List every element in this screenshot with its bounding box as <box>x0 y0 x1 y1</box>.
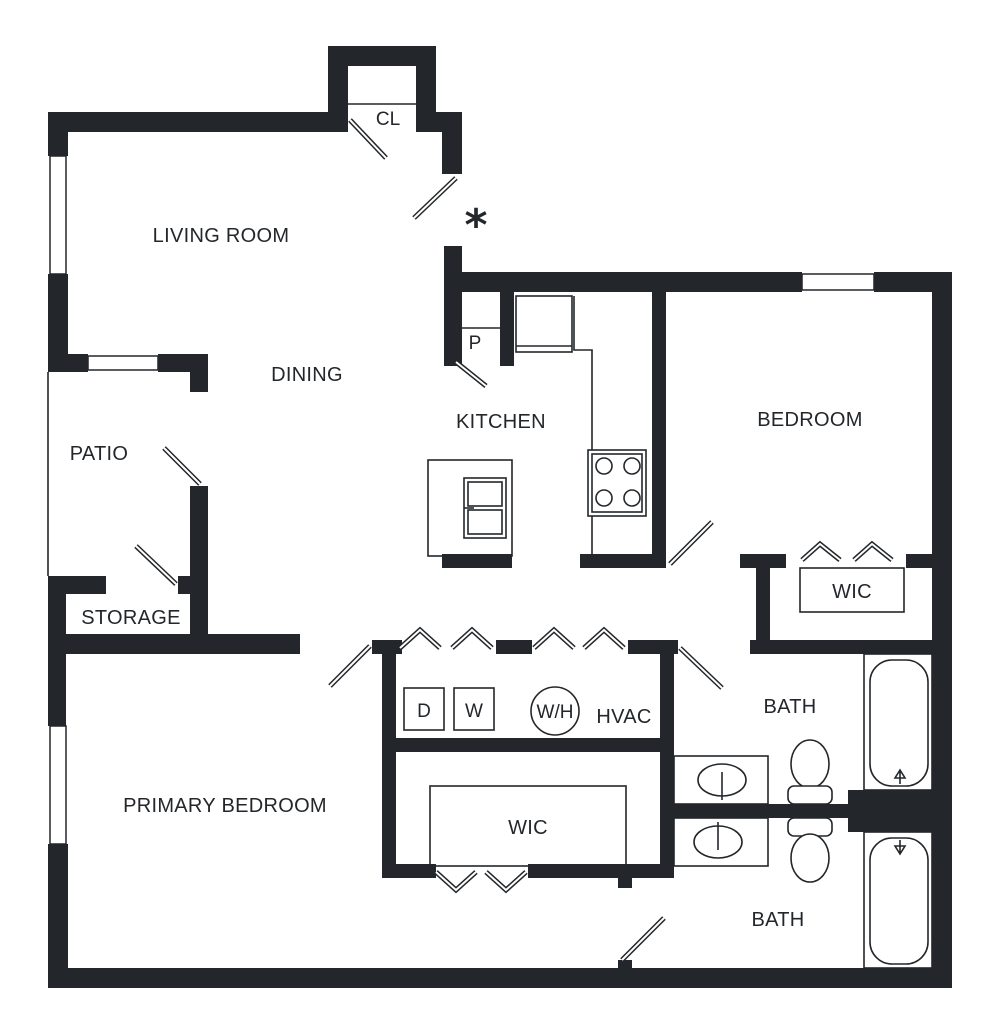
wic-shelf-primary <box>429 785 627 867</box>
wic-shelf-bedroom <box>799 567 905 613</box>
window-bedroom <box>801 273 875 291</box>
window-primary <box>49 725 67 845</box>
wall-laundry-left <box>382 640 396 878</box>
label-wic-bedroom: WIC <box>832 581 872 603</box>
burner-icon <box>623 489 641 507</box>
wall-wic-stub <box>618 864 632 888</box>
labels: CL LIVING ROOM DINING P KITCHEN BEDROOM … <box>70 109 872 931</box>
wall-patio-stub <box>190 354 208 392</box>
tub-lower-surround <box>863 831 933 969</box>
wall-bath-plumbing <box>848 790 952 832</box>
toilet-upper-bowl <box>790 739 830 789</box>
wall-kitchen-top <box>444 272 802 292</box>
doors <box>134 118 894 962</box>
wall-kitchen-bottom <box>580 554 666 568</box>
water-heater <box>530 686 580 736</box>
label-primary-bedroom: PRIMARY BEDROOM <box>123 795 327 817</box>
toilet-lower-bowl <box>790 833 830 883</box>
label-kitchen: KITCHEN <box>456 411 546 433</box>
label-bath-upper: BATH <box>763 696 816 718</box>
refrigerator <box>515 295 573 353</box>
walls <box>47 46 952 988</box>
window-patio-slider <box>87 355 159 371</box>
label-dining: DINING <box>271 364 343 386</box>
wall-wic-top-right <box>906 554 952 568</box>
burner-icon <box>623 457 641 475</box>
window-living <box>49 155 67 275</box>
burner-icon <box>595 489 613 507</box>
vanity-lower <box>673 817 769 867</box>
wall-laundry-top-mid <box>496 640 532 654</box>
wall-wic-bottom <box>750 640 952 654</box>
washer <box>453 687 495 731</box>
wall-laundry-right <box>660 640 674 878</box>
label-dryer: D <box>417 701 431 722</box>
wall-entry-jamb <box>442 112 462 174</box>
wall-bedroom-top <box>874 272 952 292</box>
label-washer: W <box>465 701 483 722</box>
burner-icon <box>595 457 613 475</box>
label-pantry: P <box>469 333 482 354</box>
wall-wic-bottom-left <box>382 864 436 878</box>
wall-patio-right <box>190 486 208 654</box>
wall-storage-door-stub <box>178 576 208 594</box>
tub-upper-surround <box>863 653 933 791</box>
wall-closet-right <box>416 46 436 132</box>
bathtub-upper <box>869 659 929 787</box>
wall-left-top <box>48 112 68 156</box>
wall-left-mid <box>48 274 68 372</box>
wall-bath-door-stub <box>618 960 632 976</box>
wall-closet-left <box>328 46 348 132</box>
wall-living-top <box>48 112 348 132</box>
wall-kitchen-left <box>444 246 462 366</box>
label-wic-primary: WIC <box>508 817 548 839</box>
wall-bottom <box>48 968 952 988</box>
wall-patio-top-left <box>48 354 88 372</box>
wall-wic-left <box>756 554 770 654</box>
wall-left-bottom <box>48 844 68 988</box>
wall-laundry-bottom <box>382 738 674 752</box>
wall-kitchen-bedroom <box>652 272 666 568</box>
label-water-heater: W/H <box>537 702 574 723</box>
label-hvac: HVAC <box>596 706 651 728</box>
wall-closet-top <box>328 46 436 66</box>
toilet-upper-tank <box>787 785 833 805</box>
wall-right <box>932 272 952 988</box>
label-bath-lower: BATH <box>751 909 804 931</box>
vanity-upper <box>673 755 769 805</box>
label-closet: CL <box>376 109 400 130</box>
wall-wic-bottom-right <box>528 864 674 878</box>
wall-storage-bottom <box>48 634 300 654</box>
island-base <box>442 554 512 568</box>
label-patio: PATIO <box>70 443 129 465</box>
label-storage: STORAGE <box>81 607 181 629</box>
label-living-room: LIVING ROOM <box>153 225 290 247</box>
wall-pantry-right <box>500 272 514 366</box>
label-bedroom: BEDROOM <box>757 409 862 431</box>
fixtures <box>348 103 933 969</box>
dryer <box>403 687 445 731</box>
bathtub-lower <box>869 837 929 965</box>
entry-marker: * <box>464 200 487 251</box>
